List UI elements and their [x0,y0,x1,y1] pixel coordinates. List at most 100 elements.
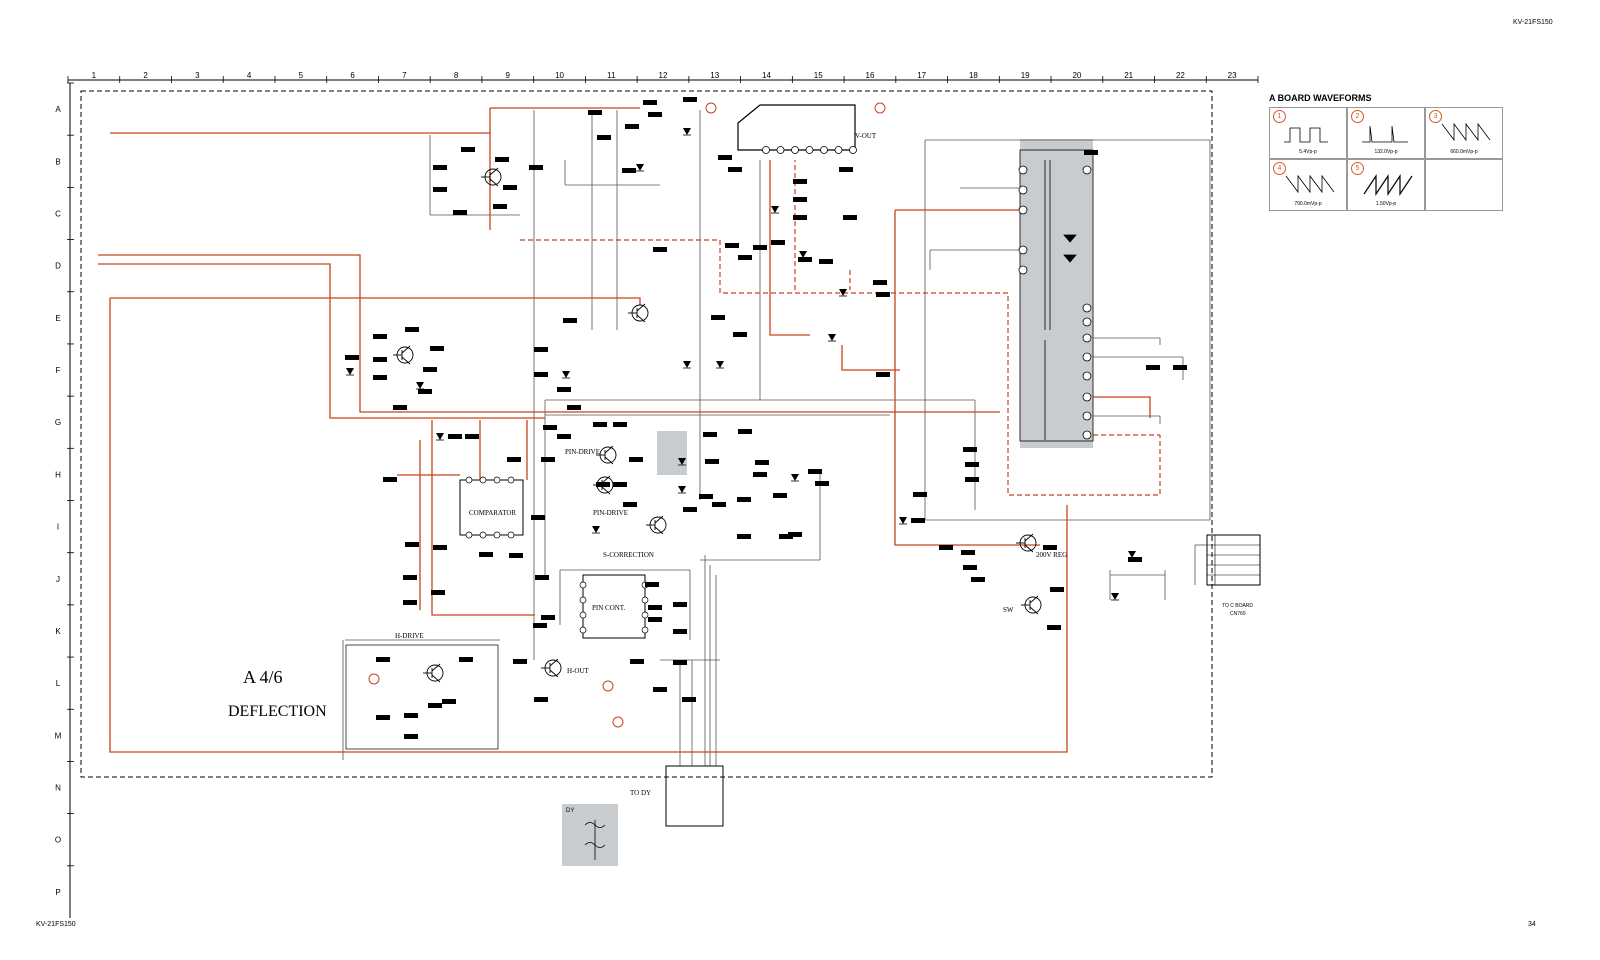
component-tag [373,334,387,339]
h-out-region [345,644,499,750]
transistor-lead [1024,533,1034,542]
component-tag [819,259,833,264]
board-label: A 4/6 [243,667,283,687]
test-point [368,673,380,685]
column-label: 3 [195,71,200,80]
row-label: I [57,523,59,532]
column-label: 12 [659,71,668,80]
diode [1111,593,1119,600]
row-label: H [55,470,61,479]
component-tag [648,605,662,610]
to-c-board-label: TO C BOARD [1222,603,1254,609]
waveform-3: 3 660.0mVp-p [1425,107,1503,159]
component-tag [405,542,419,547]
column-label: 16 [866,71,875,80]
test-point [612,716,624,728]
test-point [705,102,717,114]
column-label: 8 [454,71,459,80]
component-tag [648,112,662,117]
component-tag [567,405,581,410]
component-tag [533,623,547,628]
transistor-lead [636,314,646,323]
column-label: 19 [1021,71,1030,80]
component-tag [373,357,387,362]
component-tag [534,372,548,377]
component-tag [788,532,802,537]
fbt-transformer [1019,149,1094,442]
component-tag [629,457,643,462]
component-tag [683,97,697,102]
diode [839,289,847,296]
fbt-pins [1018,165,1092,440]
component-tag [404,713,418,718]
waveform-empty [1425,159,1503,211]
row-label: E [55,314,60,323]
component-tag [711,315,725,320]
to-c-board-connector [1206,534,1261,586]
component-tag [403,575,417,580]
fbt-shade [1020,139,1093,448]
comparator-ic [459,479,524,536]
column-label: 2 [143,71,148,80]
component-tag [798,257,812,262]
test-point [602,680,614,692]
transistor-lead [604,445,614,454]
component-tag [673,629,687,634]
component-tag [495,157,509,162]
component-tag [557,387,571,392]
fbt-pin [1018,245,1028,255]
column-label: 9 [506,71,511,80]
column-label: 6 [350,71,355,80]
diode [683,128,691,135]
transistor-lead [1024,544,1034,553]
transistor-lead [654,515,664,524]
component-tag [755,460,769,465]
pin-cont-label: PIN CONT. [592,604,626,612]
to-dy-connector [665,765,724,827]
component-tag [513,659,527,664]
diode [771,206,779,213]
reg-200v-label: 200V REG [1036,551,1068,559]
dy-shade [562,804,618,866]
component-tag [630,659,644,664]
component-tag [596,482,610,487]
component-tag [965,477,979,482]
waveforms-title: A BOARD WAVEFORMS [1269,93,1372,103]
component-tag [1050,587,1064,592]
v-out-label: V-OUT [855,132,877,140]
s-correction-label: S-CORRECTION [603,551,654,559]
transistor-lead [1029,595,1039,604]
waveforms-panel: 1 5.4Vp-p 2 132.0Vp-p 3 660.0mVp-p 4 790… [1269,107,1504,212]
column-label: 11 [607,71,616,80]
v-out-pin [791,146,799,154]
component-tag [403,600,417,605]
diodes [346,128,1136,601]
row-label: N [55,784,61,793]
component-tag [507,457,521,462]
fbt-pin [1082,392,1092,402]
component-tag [622,168,636,173]
component-tag [673,602,687,607]
ic-pin [507,531,515,539]
ic-pin [641,611,649,619]
component-tag [1128,557,1142,562]
component-tag [428,703,442,708]
fbt-pin [1082,333,1092,343]
component-tag [493,204,507,209]
component-tag [718,155,732,160]
component-tag [705,459,719,464]
cn760-label: CN760 [1230,611,1246,617]
component-tag [873,280,887,285]
component-tag [453,210,467,215]
column-label: 7 [402,71,407,80]
column-label: 4 [247,71,252,80]
column-label: 23 [1228,71,1237,80]
component-tag [588,110,602,115]
row-label: B [55,157,60,166]
component-tag [839,167,853,172]
transistor-lead [431,674,441,683]
column-label: 14 [762,71,771,80]
component-tag [465,434,479,439]
